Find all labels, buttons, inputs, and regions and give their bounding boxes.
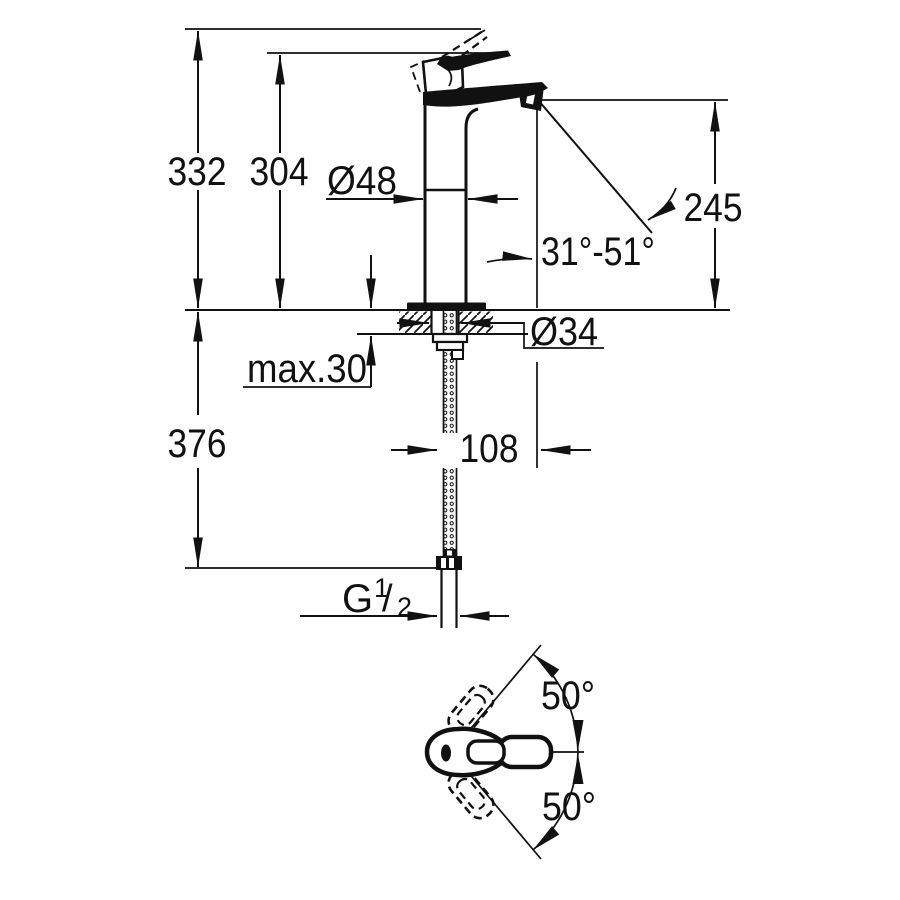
handle-lever bbox=[437, 50, 511, 71]
dim-max-thickness: max.30 bbox=[243, 255, 376, 391]
raised-lever-dash-line bbox=[430, 30, 484, 65]
raised-lever-dash-line bbox=[440, 36, 488, 72]
cap-dot bbox=[441, 744, 451, 762]
dim-50-upper-label: 50° bbox=[541, 674, 595, 718]
mounting-nut bbox=[435, 340, 465, 352]
lever-top-view bbox=[496, 734, 554, 770]
raised-hub-dash bbox=[409, 60, 425, 93]
dim-overall-height-raised: 332 bbox=[168, 28, 481, 309]
hose-edges-lower bbox=[442, 468, 458, 556]
dim-245-label: 245 bbox=[684, 186, 743, 230]
arc-arrow bbox=[572, 754, 584, 784]
body-right-edge bbox=[464, 107, 479, 303]
fitting-facet bbox=[441, 558, 446, 568]
raised-lever-tip-mark bbox=[468, 29, 486, 41]
swivel-line-upper bbox=[466, 644, 542, 734]
dim-spray-angle: 31°-51° bbox=[486, 99, 677, 308]
arc-arrow bbox=[572, 720, 584, 750]
hose-braid-upper bbox=[443, 311, 457, 433]
lever-window-top-view bbox=[466, 739, 506, 765]
shank-edges bbox=[430, 311, 460, 334]
dim-332-label: 332 bbox=[168, 150, 227, 194]
dim-overall-height: 304 bbox=[250, 52, 505, 309]
hose-braid-lower bbox=[443, 468, 457, 556]
fitting-neck-slot bbox=[447, 550, 452, 556]
base-plate bbox=[407, 302, 486, 311]
dim-spout-reach: 108 bbox=[391, 362, 591, 471]
dim-50-lower-label: 50° bbox=[542, 785, 596, 829]
faucet-side-view bbox=[407, 29, 548, 311]
dim-o48-label: Ø48 bbox=[327, 159, 397, 203]
mounting-flange bbox=[431, 332, 469, 344]
aerator-slot bbox=[526, 94, 535, 105]
hose-edges-upper bbox=[442, 311, 458, 433]
dim-108-label: 108 bbox=[460, 427, 519, 471]
dim-304-label: 304 bbox=[250, 150, 309, 194]
thread-denominator: 2 bbox=[397, 592, 412, 622]
dim-max30-label: max.30 bbox=[247, 347, 367, 391]
o34-label-leader bbox=[523, 322, 604, 349]
dim-outlet-height: 245 bbox=[540, 99, 743, 309]
hose-nut-step bbox=[451, 349, 464, 360]
angle-leader-right bbox=[647, 187, 677, 221]
dim-thread: G 1 / 2 bbox=[300, 573, 509, 622]
angle-leader-left bbox=[486, 251, 533, 263]
thread-slash: / bbox=[382, 578, 393, 620]
dim-o34-label: Ø34 bbox=[530, 310, 598, 354]
handle-raised-dashed bbox=[409, 29, 488, 93]
thread-numerator: 1 bbox=[374, 573, 389, 603]
dim-shank-diameter: Ø34 bbox=[397, 310, 604, 354]
spray-direction-line bbox=[537, 99, 653, 234]
thread-g-label: G bbox=[342, 577, 373, 621]
fitting-facet bbox=[449, 558, 454, 568]
dim-spray-angle-label: 31°-51° bbox=[541, 230, 655, 274]
handle-top-view: 50° 50° bbox=[424, 644, 596, 860]
dim-below-deck: 376 bbox=[168, 311, 437, 569]
dim-376-label: 376 bbox=[168, 422, 227, 466]
swivel-line-lower bbox=[466, 770, 542, 860]
connection-tube bbox=[440, 570, 458, 628]
dim-body-diameter: Ø48 bbox=[326, 159, 518, 204]
spout bbox=[423, 82, 548, 107]
